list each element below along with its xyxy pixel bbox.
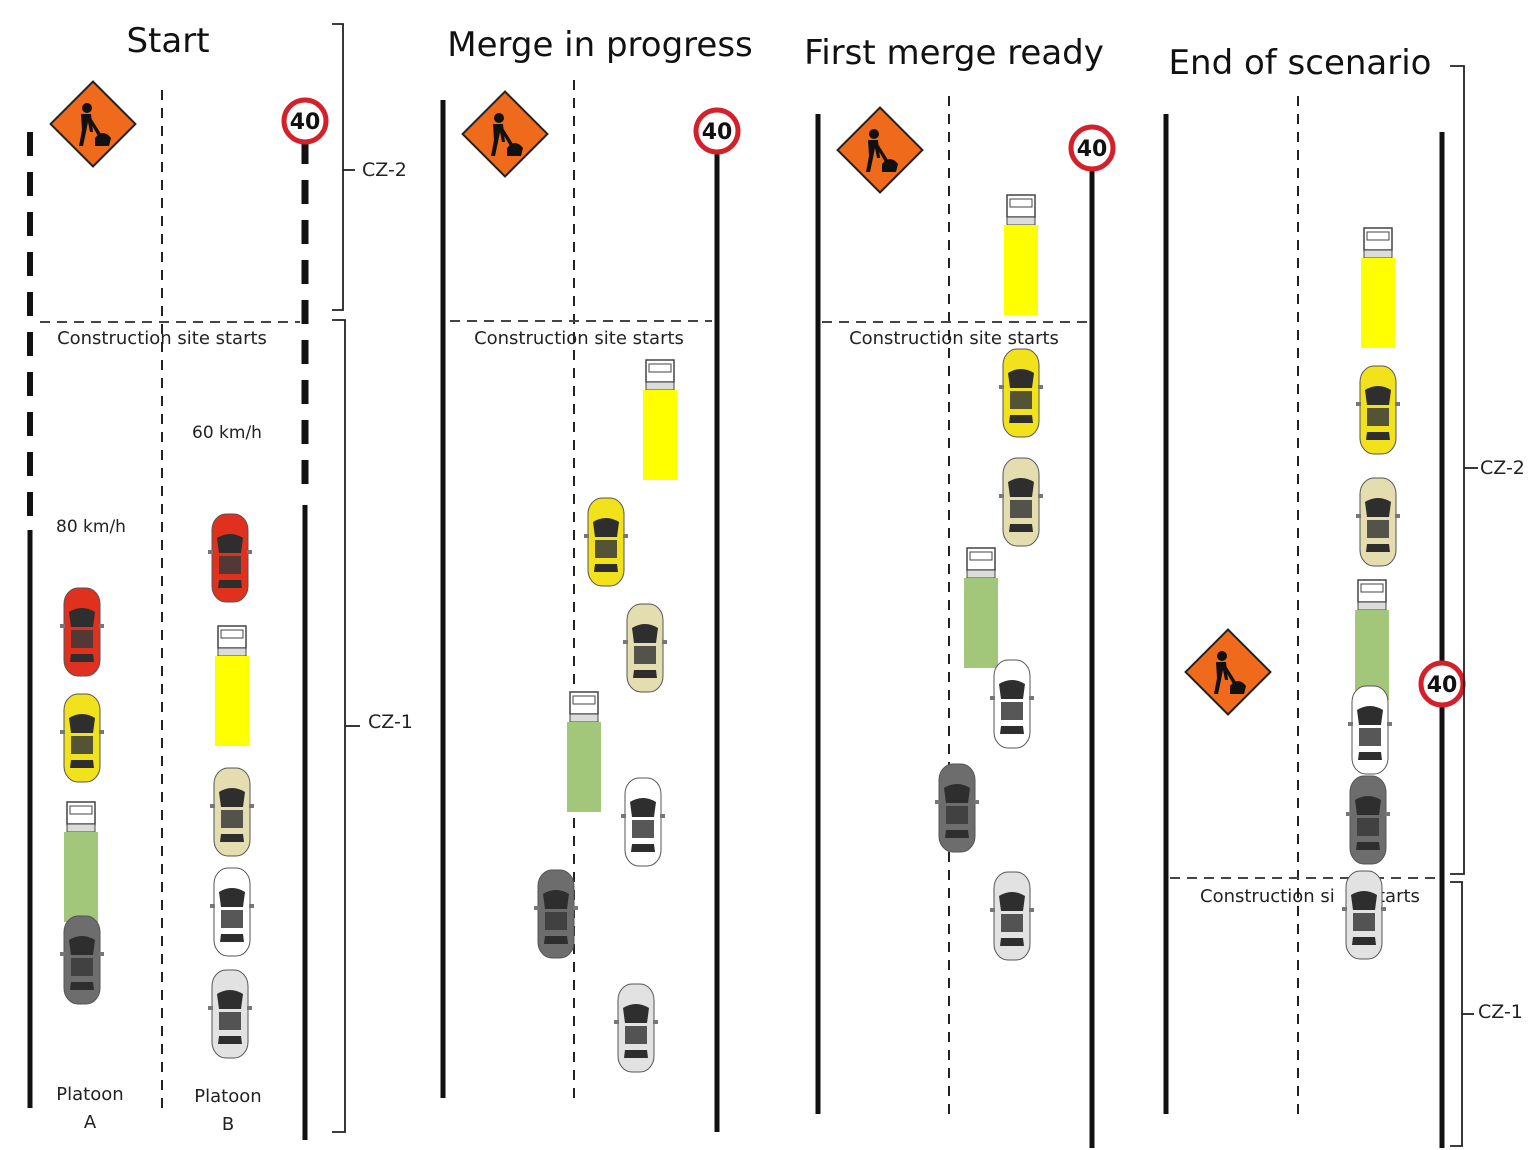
car-dark-grey (59, 915, 105, 1005)
car-dark-grey (533, 869, 579, 959)
svg-text:40: 40 (702, 120, 733, 145)
speed-limit-sign-icon: 40 (696, 110, 738, 152)
construction-label-left: Construction si (1200, 886, 1335, 907)
truck-yellow (214, 625, 250, 747)
car-white (209, 867, 255, 957)
car-beige (998, 457, 1044, 547)
car-dark-grey (1345, 775, 1391, 865)
truck-yellow (1360, 227, 1396, 349)
car-yellow (1355, 365, 1401, 455)
speed-limit-sign-icon: 40 (1421, 663, 1463, 705)
truck-green (963, 547, 999, 669)
car-white (989, 659, 1035, 749)
car-red (207, 513, 253, 603)
platoon-a-label: Platoon (56, 1084, 123, 1105)
platoon-a-letter: A (84, 1112, 97, 1133)
panel-merge-in-progress: Merge in progress Construction site star… (440, 25, 753, 1132)
car-red (59, 587, 105, 677)
construction-label-right: tarts (1378, 886, 1420, 907)
platoon-b-letter: B (222, 1114, 234, 1135)
zone-label-cz2: CZ-2 (362, 159, 407, 181)
zone-label-cz1: CZ-1 (368, 711, 413, 733)
car-yellow (998, 348, 1044, 438)
construction-label: Construction site starts (474, 328, 684, 349)
panel-title-first-merge: First merge ready (804, 33, 1104, 73)
panel-title-merge: Merge in progress (447, 25, 753, 65)
zone-label-cz2: CZ-2 (1480, 457, 1525, 479)
platoon-b-label: Platoon (194, 1086, 261, 1107)
road-works-sign-icon (1184, 628, 1272, 716)
panel-start: Start Construction site starts 40 60 km/… (27, 21, 413, 1140)
truck-green (63, 801, 99, 923)
svg-text:40: 40 (1427, 673, 1458, 698)
svg-text:40: 40 (1077, 137, 1108, 162)
zone-bracket-cz1 (332, 319, 346, 1133)
zone-bracket-cz1 (1450, 881, 1463, 1147)
svg-text:40: 40 (290, 110, 321, 135)
speed-label-lane-b: 60 km/h (192, 423, 262, 443)
truck-green (566, 691, 602, 813)
construction-label: Construction site starts (57, 328, 267, 349)
panel-title-start: Start (126, 21, 209, 61)
panel-first-merge-ready: First merge ready Construction site star… (804, 33, 1113, 1148)
truck-yellow (1003, 194, 1039, 316)
speed-limit-sign-icon: 40 (284, 100, 326, 142)
road-works-sign-icon (461, 90, 549, 178)
road-works-sign-icon (49, 80, 137, 168)
car-light-grey (613, 983, 659, 1073)
car-light-grey (1341, 870, 1387, 960)
zone-bracket-cz2 (1450, 65, 1465, 875)
truck-green (1354, 579, 1390, 701)
car-yellow (583, 497, 629, 587)
panel-end-of-scenario: End of scenario Construction si tarts 40… (1163, 43, 1525, 1148)
car-yellow (59, 693, 105, 783)
zone-bracket-cz2 (332, 23, 344, 311)
car-light-grey (207, 969, 253, 1059)
car-white (1347, 685, 1393, 775)
road-works-sign-icon (836, 106, 924, 194)
car-white (620, 777, 666, 867)
truck-yellow (642, 359, 678, 481)
car-beige (1355, 477, 1401, 567)
panel-title-end: End of scenario (1169, 43, 1432, 83)
construction-label: Construction site starts (849, 328, 1059, 349)
car-light-grey (989, 871, 1035, 961)
car-beige (209, 767, 255, 857)
speed-limit-sign-icon: 40 (1071, 127, 1113, 169)
car-dark-grey (934, 763, 980, 853)
car-beige (622, 603, 668, 693)
speed-label-lane-a: 80 km/h (56, 517, 126, 537)
zone-label-cz1: CZ-1 (1478, 1001, 1523, 1023)
